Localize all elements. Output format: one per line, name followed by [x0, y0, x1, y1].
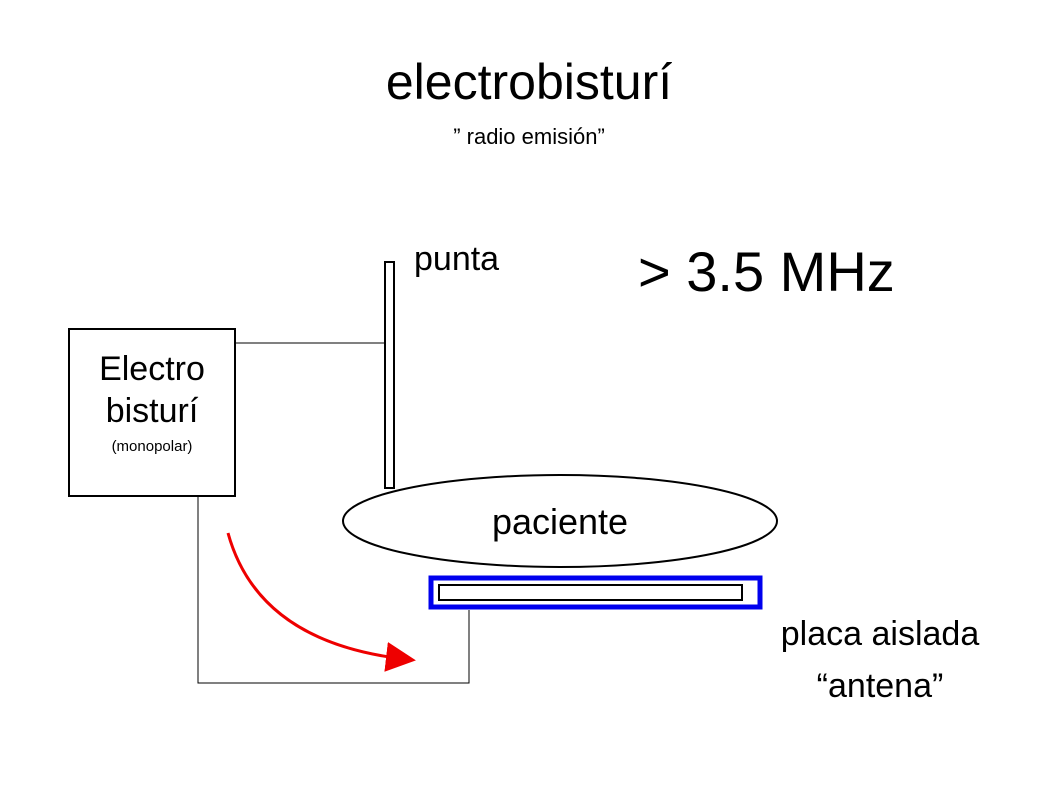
plate-label-line2: “antena” — [816, 667, 944, 705]
subtitle: ” radio emisión” — [453, 124, 605, 149]
plate-label-line1: placa aislada — [780, 615, 980, 653]
plate-inner — [438, 584, 743, 601]
current-arrow — [226, 532, 416, 672]
title: electrobisturí — [385, 54, 673, 110]
patient-ellipse — [342, 474, 778, 568]
device-label-mode: (monopolar) — [111, 438, 193, 455]
tip-probe — [384, 261, 395, 489]
tip-label: punta — [414, 240, 500, 278]
patient-label: paciente — [491, 501, 629, 542]
device-label-line1: Electro — [99, 350, 205, 388]
return-wire — [197, 495, 470, 684]
frequency-label: > 3.5 MHz — [638, 240, 895, 303]
device-label-line2: bisturí — [105, 392, 199, 430]
device-box: Electro bisturí (monopolar) — [68, 328, 236, 497]
